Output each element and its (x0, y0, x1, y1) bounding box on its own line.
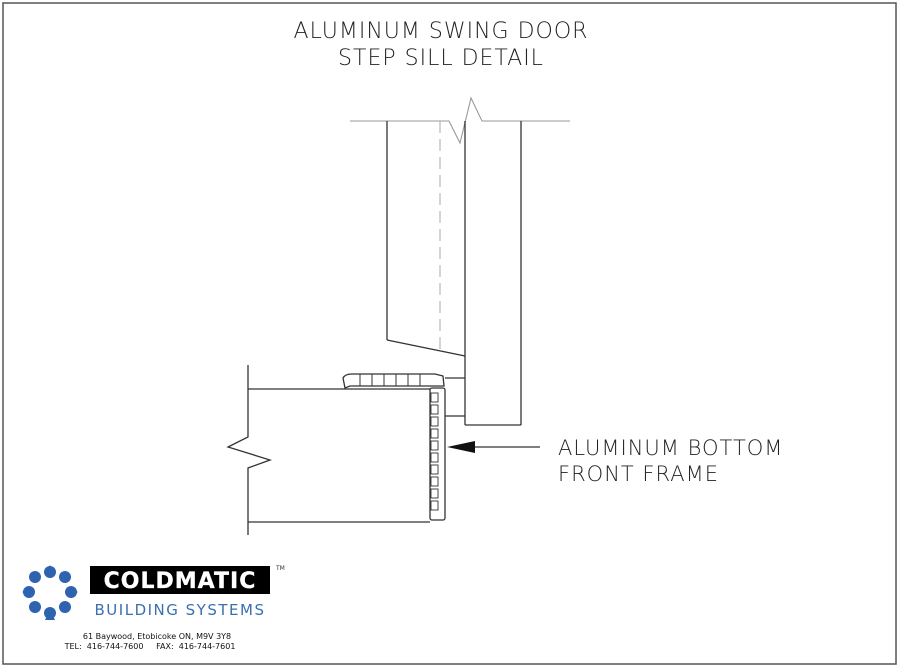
callout-arrow (447, 441, 540, 453)
logo-contact: TEL: 416-744-7600 FAX: 416-744-7601 (64, 642, 236, 651)
coldmatic-logo: COLDMATIC TM BUILDING SYSTEMS 61 Baywood… (22, 565, 285, 651)
callout-line1: ALUMINUM BOTTOM (558, 436, 783, 460)
title-line2: STEP SILL DETAIL (338, 46, 544, 71)
logo-trademark: TM (275, 565, 285, 572)
maple-leaf-ring-icon (22, 565, 78, 620)
logo-subtitle: BUILDING SYSTEMS (95, 601, 266, 619)
step-sill (226, 365, 430, 535)
logo-brand: COLDMATIC (104, 569, 257, 594)
aluminum-frame-profile (342, 373, 446, 521)
door-panel (386, 121, 522, 426)
logo-address: 61 Baywood, Etobicoke ON, M9V 3Y8 (83, 632, 231, 641)
title-line1: ALUMINUM SWING DOOR (294, 19, 589, 44)
callout-line2: FRONT FRAME (558, 462, 719, 486)
break-line-top (350, 96, 570, 145)
